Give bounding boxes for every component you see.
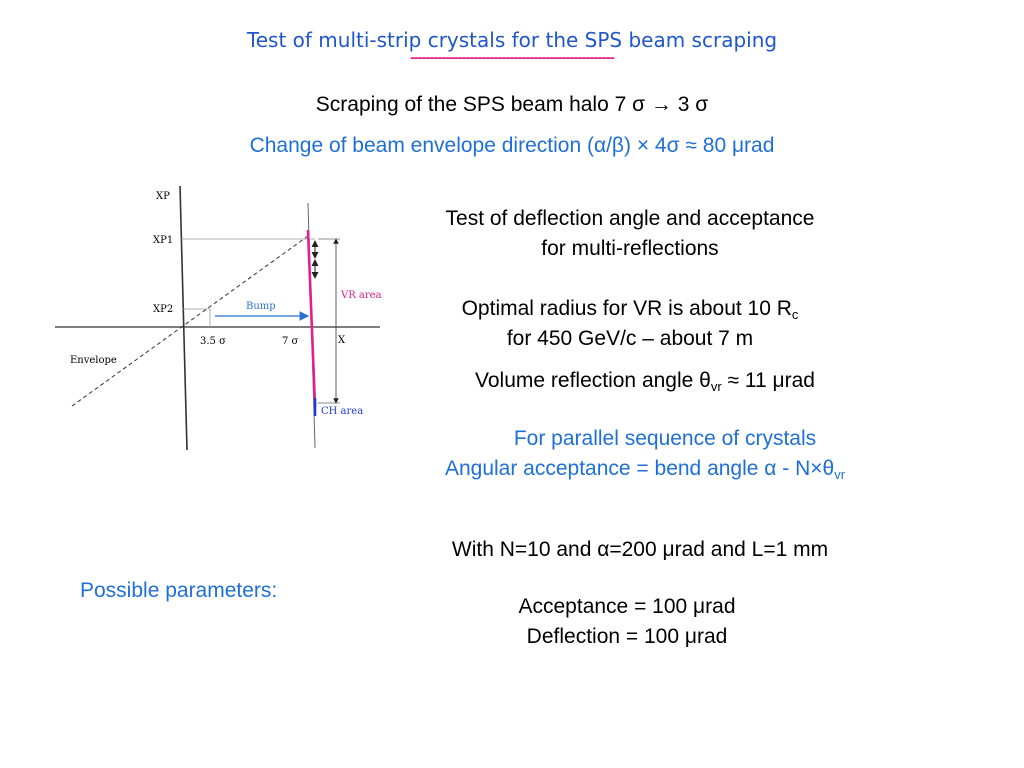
phase-space-diagram: XP XP1 XP2 Bump VR area Envelope 3.5 σ 7… <box>55 185 382 451</box>
vr-area-line <box>306 229 317 407</box>
label-envelope: Envelope <box>70 355 117 366</box>
angular-acceptance-line: Angular acceptance = bend angle α - N×θv… <box>444 457 846 482</box>
parameters-condition-line: With N=10 and α=200 μrad and L=1 mm <box>451 538 829 561</box>
scraping-line: Scraping of the SPS beam halo 7 σ → 3 σ <box>315 93 709 116</box>
label-7-sigma: 7 σ <box>282 336 299 347</box>
label-bump: Bump <box>246 301 276 312</box>
label-ch-area: CH area <box>321 406 363 417</box>
label-x: X <box>338 335 346 346</box>
title-underline: ----------------------------------------… <box>410 49 615 66</box>
possible-parameters-label: Possible parameters: <box>80 579 278 602</box>
envelope-line <box>71 235 309 407</box>
label-xp2: XP2 <box>153 304 173 315</box>
label-xp1: XP1 <box>153 235 173 246</box>
label-xp: XP <box>156 191 170 202</box>
optimal-radius-line2: for 450 GeV/c – about 7 m <box>506 327 754 350</box>
parallel-sequence-line: For parallel sequence of crystals <box>513 427 817 450</box>
acceptance-result: Acceptance = 100 μrad <box>518 595 736 618</box>
optimal-radius-line1: Optimal radius for VR is about 10 Rc <box>461 297 799 322</box>
label-3-5-sigma: 3.5 σ <box>200 336 226 347</box>
envelope-direction-line: Change of beam envelope direction (α/β) … <box>249 134 775 157</box>
deflection-test-line1: Test of deflection angle and acceptance <box>445 207 815 230</box>
xp-axis <box>179 185 188 451</box>
label-vr-area: VR area <box>340 290 382 301</box>
acceptance-block: For parallel sequence of crystals Angula… <box>365 424 925 484</box>
deflection-test-block: Test of deflection angle and acceptance … <box>380 204 880 264</box>
optimal-radius-block: Optimal radius for VR is about 10 Rc for… <box>380 294 880 354</box>
slide-title: Test of multi-strip crystals for the SPS… <box>246 28 778 52</box>
vr-angle-line: Volume reflection angle θvr ≈ 11 μrad <box>475 369 815 394</box>
results-block: Acceptance = 100 μrad Deflection = 100 μ… <box>427 592 827 652</box>
deflection-test-line2: for multi-reflections <box>541 237 719 260</box>
deflection-result: Deflection = 100 μrad <box>526 625 728 648</box>
